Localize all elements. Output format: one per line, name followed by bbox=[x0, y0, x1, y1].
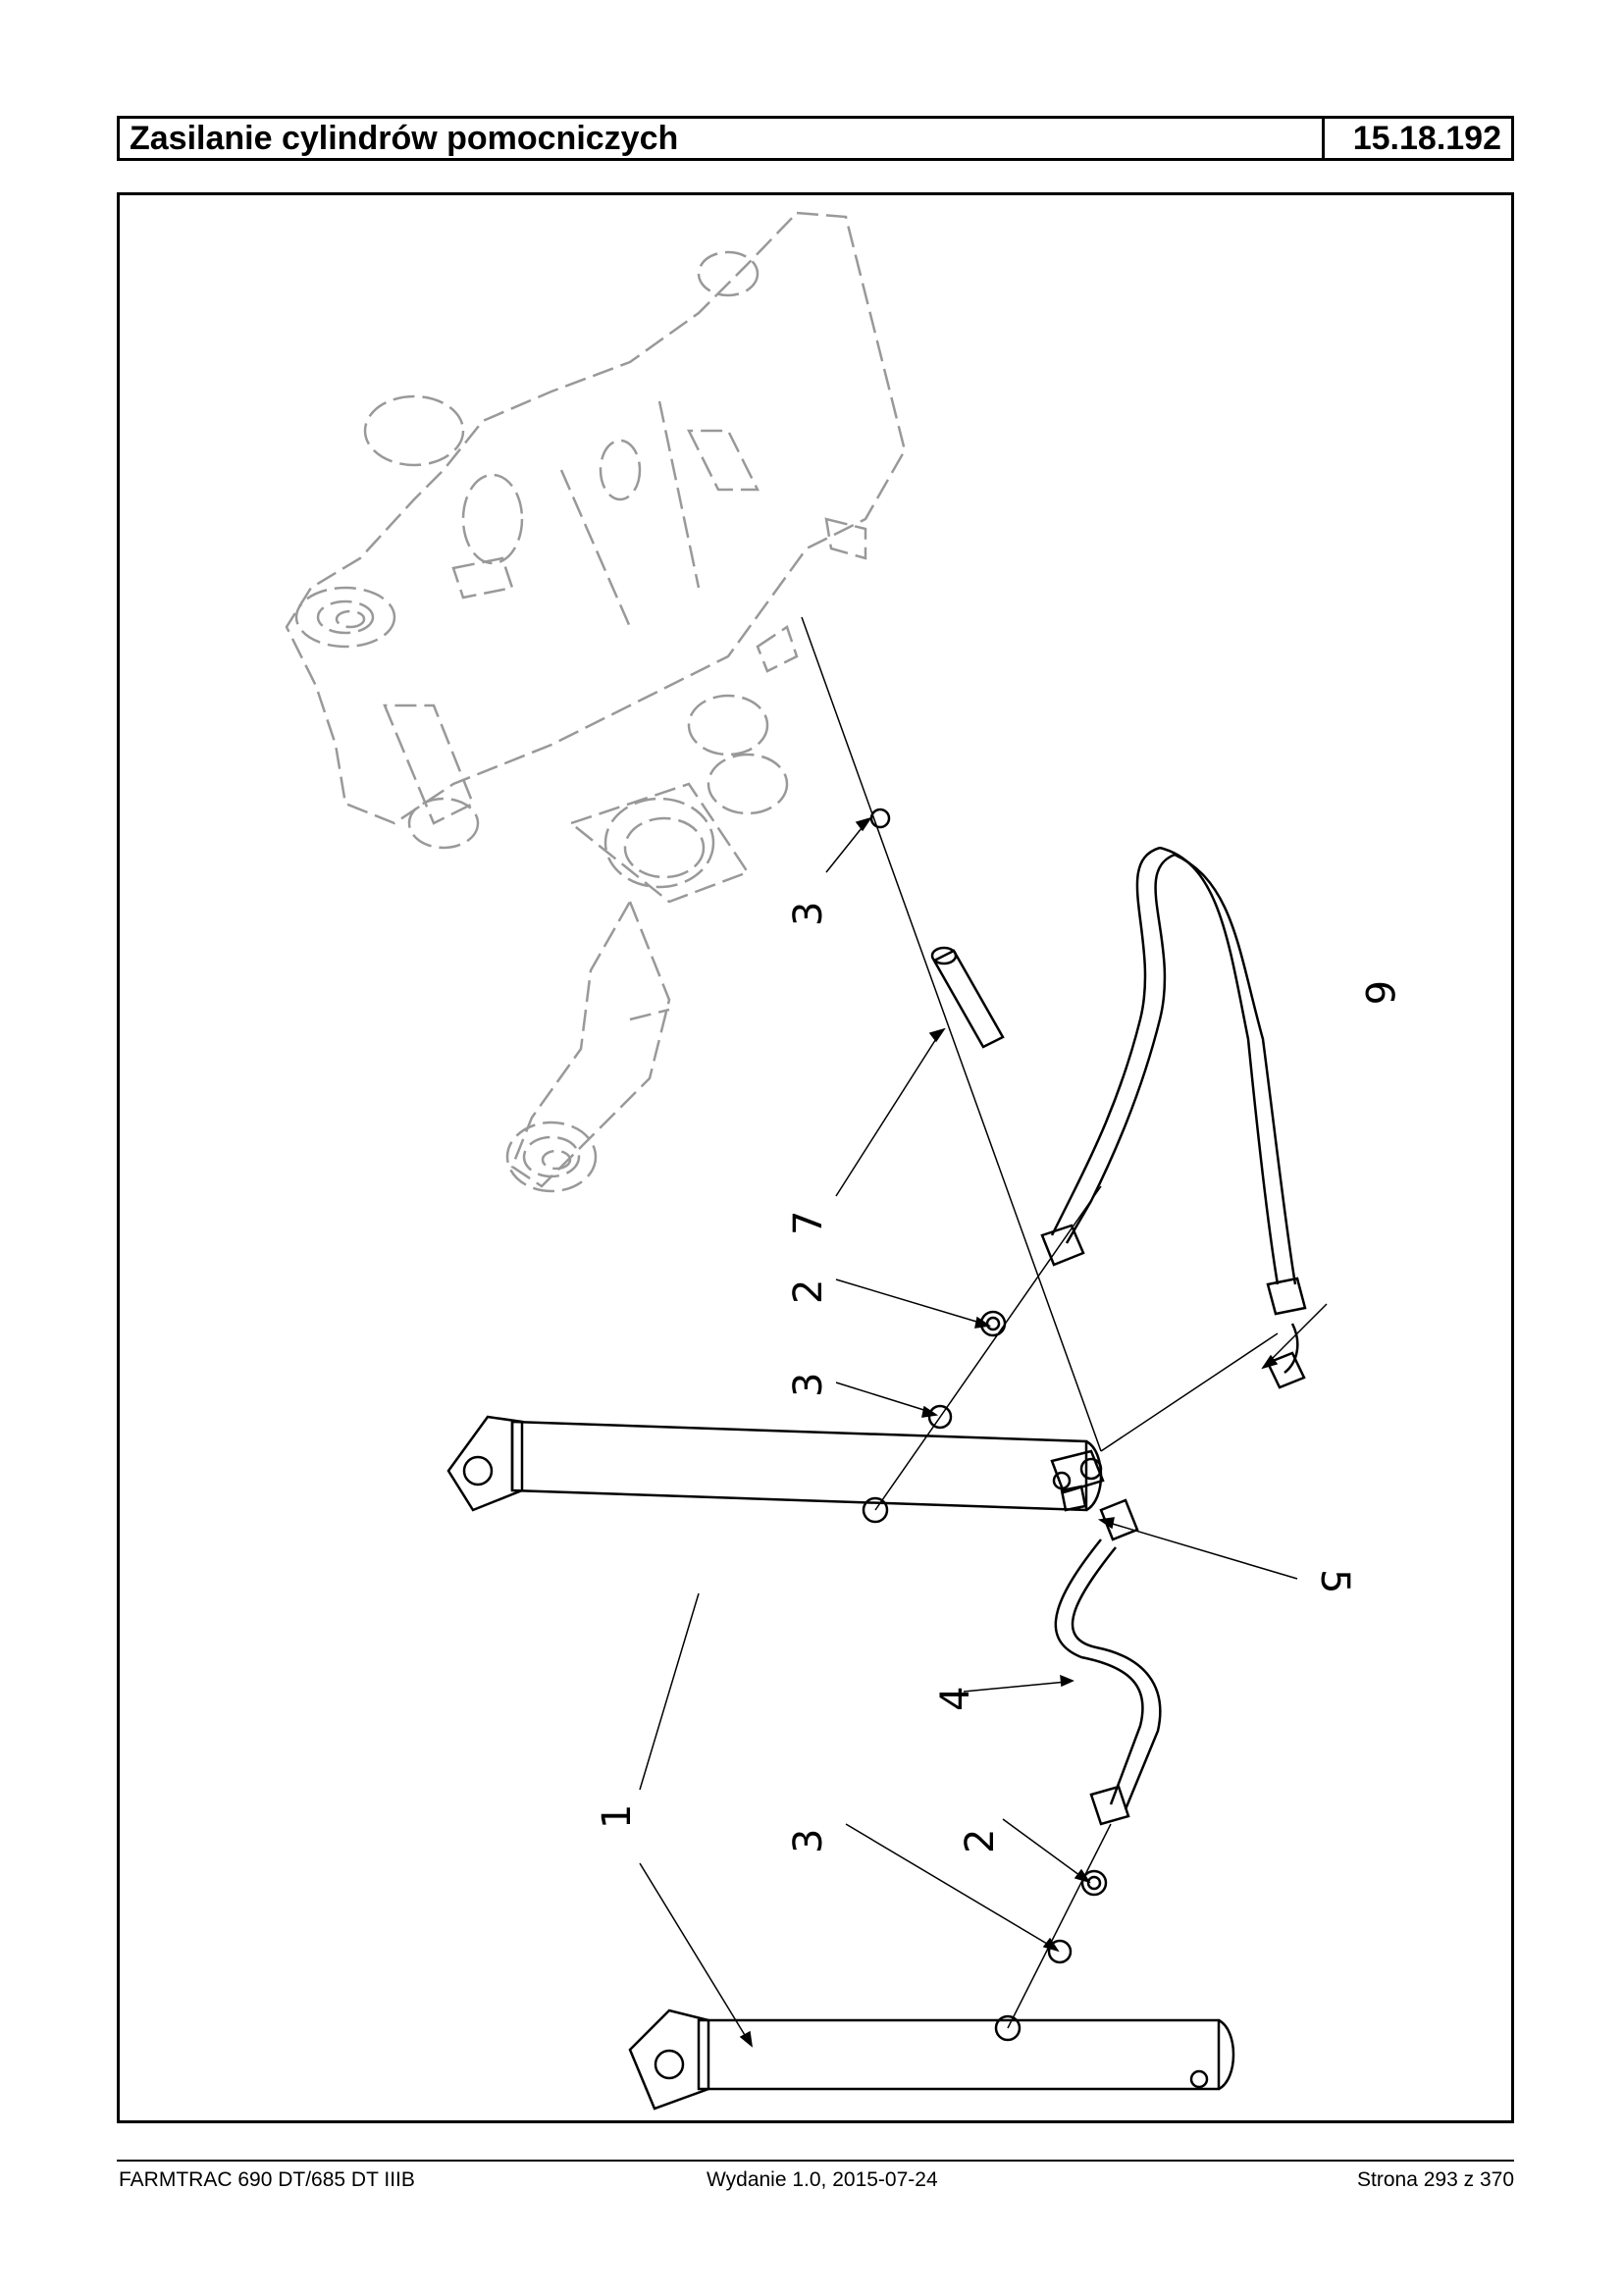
hose-6 bbox=[1040, 846, 1307, 1389]
assembly-lines bbox=[801, 616, 1279, 2029]
callout-2b: 2 bbox=[958, 1829, 1003, 1853]
cylinder-upper bbox=[446, 1415, 1103, 1512]
callout-5: 5 bbox=[1312, 1569, 1357, 1593]
pipe-4 bbox=[1054, 1498, 1162, 1826]
callout-1: 1 bbox=[595, 1804, 640, 1829]
exploded-parts-diagram: 3 7 2 3 6 5 4 2 3 1 bbox=[285, 211, 1401, 2111]
fitting-7 bbox=[930, 946, 1005, 1049]
footer-divider bbox=[117, 2160, 1514, 2162]
section-code: 15.18.192 bbox=[1352, 120, 1501, 157]
page-header: Zasilanie cylindrów pomocniczych 15.18.1… bbox=[117, 116, 1514, 161]
callout-4: 4 bbox=[933, 1687, 978, 1711]
callout-7: 7 bbox=[786, 1211, 831, 1235]
footer-edition: Wydanie 1.0, 2015-07-24 bbox=[707, 2168, 938, 2191]
footer-model: FARMTRAC 690 DT/685 DT IIIB bbox=[119, 2168, 415, 2191]
housing-ghost bbox=[285, 211, 907, 1193]
callout-3a: 3 bbox=[786, 902, 831, 926]
cylinder-lower bbox=[628, 2008, 1235, 2111]
callout-3c: 3 bbox=[786, 1829, 831, 1853]
callout-6: 6 bbox=[1356, 980, 1401, 1005]
callout-3b: 3 bbox=[786, 1373, 831, 1397]
footer-page-number: Strona 293 z 370 bbox=[1357, 2168, 1514, 2191]
leader-lines bbox=[639, 816, 1328, 2048]
section-title: Zasilanie cylindrów pomocniczych bbox=[120, 119, 1325, 158]
callout-2a: 2 bbox=[786, 1279, 831, 1304]
callout-labels: 3 7 2 3 6 5 4 2 3 1 bbox=[595, 902, 1401, 1853]
diagram-frame: 3 7 2 3 6 5 4 2 3 1 bbox=[117, 192, 1514, 2123]
